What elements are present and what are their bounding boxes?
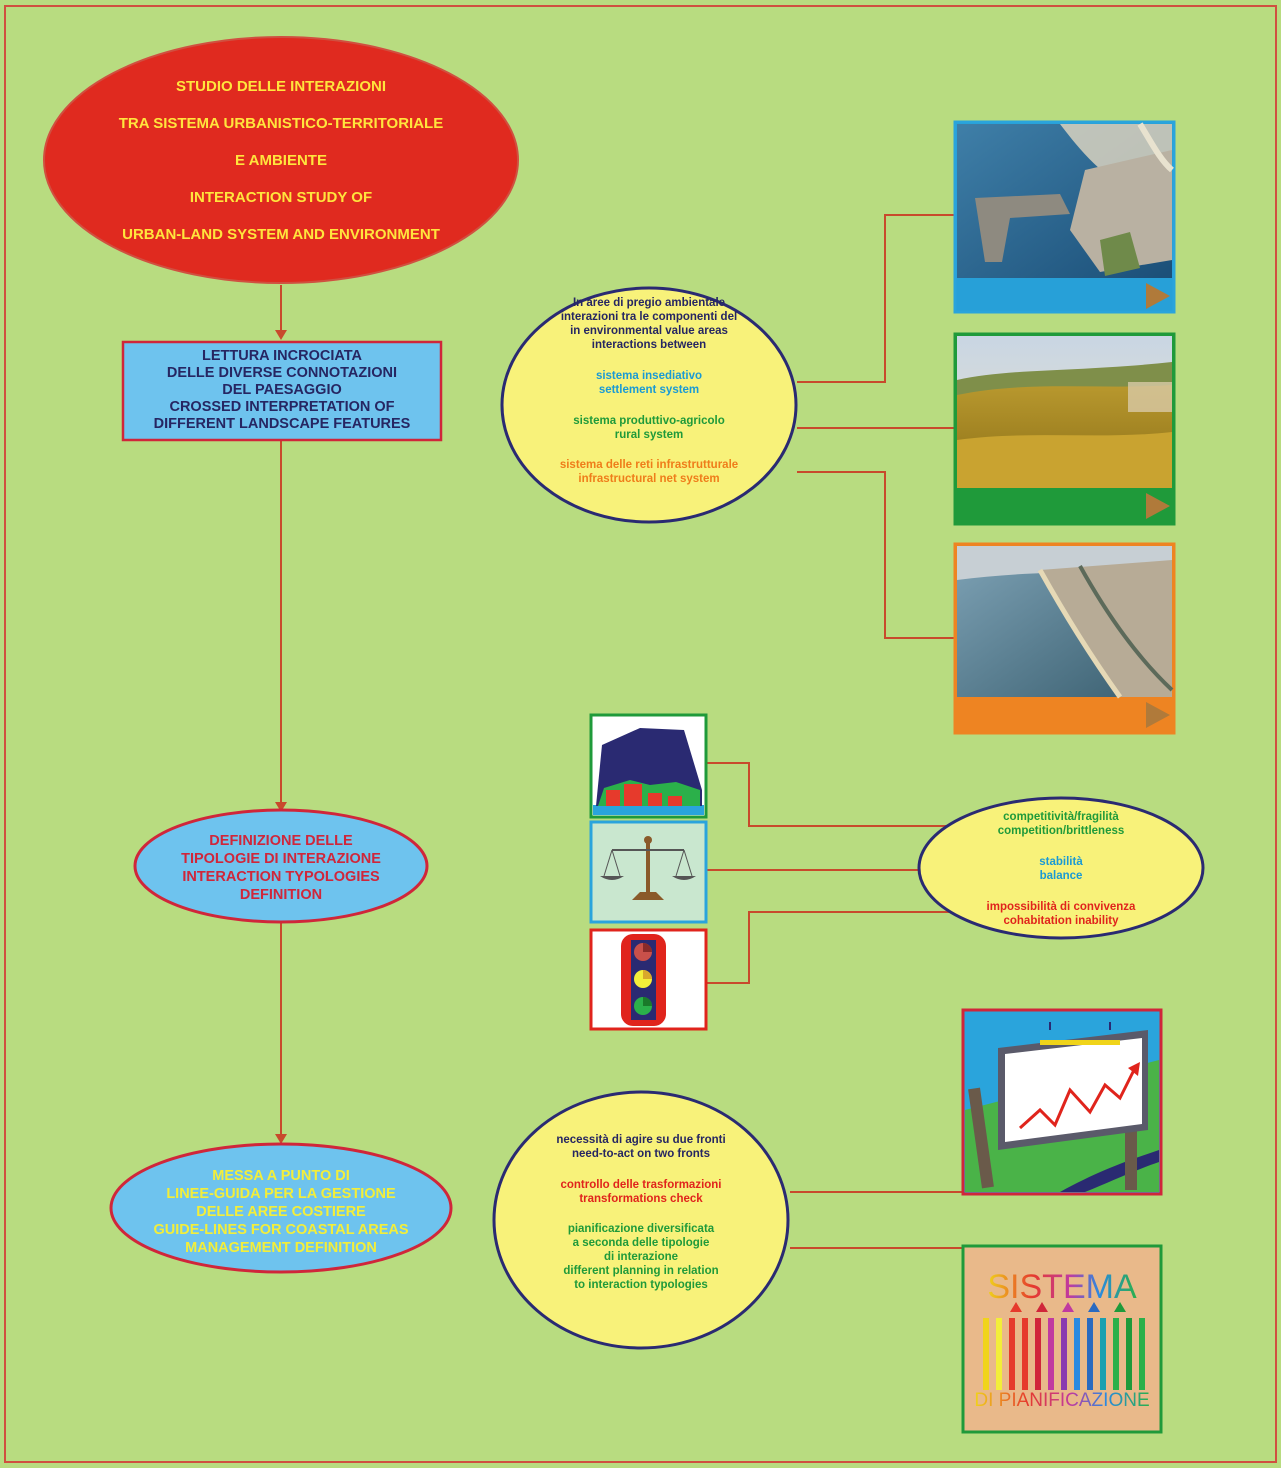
step2-line: INTERACTION TYPOLOGIES: [182, 869, 380, 885]
step2-line: DEFINITION: [240, 887, 322, 903]
planning-label: different planning in relation: [563, 1265, 718, 1277]
step3-line: GUIDE-LINES FOR COASTAL AREAS: [153, 1222, 408, 1238]
step1-line: DELLE DIVERSE CONNOTAZIONI: [167, 365, 397, 381]
fronts-label: necessità di agire su due fronti: [556, 1134, 725, 1146]
guidelines-oval-node: necessità di agire su due fronti need-to…: [492, 1090, 790, 1350]
step1-line: DEL PAESAGGIO: [222, 382, 342, 398]
systems-intro-line: interactions between: [592, 339, 706, 351]
rural-photo: [953, 332, 1176, 526]
step3-line: LINEE-GUIDA PER LA GESTIONE: [166, 1186, 396, 1202]
arrowhead-step3: [275, 1134, 287, 1144]
balance-label: balance: [1040, 870, 1083, 882]
fronts-label: need-to-act on two fronts: [572, 1148, 710, 1160]
logo-top-word: SISTEMA: [987, 1268, 1137, 1306]
planning-label: to interaction typologies: [574, 1279, 708, 1291]
competition-label: competition/brittleness: [998, 825, 1125, 837]
planning-label: di interazione: [604, 1251, 678, 1263]
step2-line: DEFINIZIONE DELLE: [209, 833, 353, 849]
interaction-oval-node: competitività/fragilità competition/brit…: [917, 796, 1205, 940]
play-arrow-icon: [1146, 702, 1170, 728]
competition-label: competitività/fragilità: [1003, 811, 1119, 823]
check-label: controllo delle trasformazioni: [560, 1179, 721, 1191]
play-arrow-icon: [1146, 283, 1170, 309]
line-infra-to-photo: [797, 471, 954, 639]
step1-line: LETTURA INCROCIATA: [202, 348, 363, 364]
guidelines-oval: [492, 1090, 790, 1350]
systems-intro-line: In aree di pregio ambientale: [573, 297, 725, 309]
systems-oval-node: In aree di pregio ambientale interazioni…: [500, 286, 798, 524]
house-icon: [589, 713, 708, 819]
title-line: TRA SISTEMA URBANISTICO-TERRITORIALE: [119, 115, 443, 132]
step2-node: DEFINIZIONE DELLE TIPOLOGIE DI INTERAZIO…: [133, 808, 429, 924]
title-line: URBAN-LAND SYSTEM AND ENVIRONMENT: [122, 226, 440, 243]
title-line: STUDIO DELLE INTERAZIONI: [176, 78, 386, 95]
inability-label: cohabitation inability: [1003, 915, 1119, 927]
inability-label: impossibilità di convivenza: [987, 901, 1137, 913]
step3-line: DELLE AREE COSTIERE: [196, 1204, 366, 1220]
systems-intro-line: interazioni tra le componenti del: [561, 311, 737, 323]
arrowheads: [275, 330, 287, 1144]
line-house-to-oval: [706, 762, 968, 827]
step2-ellipse: [133, 808, 429, 924]
sistema-pianificazione-logo: SISTEMA DI PIANIFICAZIONE: [961, 1244, 1163, 1434]
rural-label: sistema produttivo-agricolo: [573, 415, 724, 427]
balance-scale-icon: [589, 820, 708, 924]
arrowhead-step2: [275, 802, 287, 812]
step1-line: CROSSED INTERPRETATION OF: [169, 399, 394, 415]
settlement-label: sistema insediativo: [596, 370, 702, 382]
play-arrow-icon: [1146, 493, 1170, 519]
title-node: STUDIO DELLE INTERAZIONI TRA SISTEMA URB…: [43, 36, 519, 284]
step3-line: MESSA A PUNTO DI: [212, 1168, 350, 1184]
step1-node: LETTURA INCROCIATA DELLE DIVERSE CONNOTA…: [121, 340, 443, 442]
infrastructure-label: sistema delle reti infrastrutturale: [560, 459, 738, 471]
arrowhead-step1: [275, 330, 287, 340]
title-ellipse: [43, 36, 519, 284]
systems-oval: [500, 286, 798, 524]
logo-pencils: [983, 1302, 1145, 1390]
step1-line: DIFFERENT LANDSCAPE FEATURES: [154, 416, 411, 432]
planning-label: pianificazione diversificata: [568, 1223, 715, 1235]
step2-line: TIPOLOGIE DI INTERAZIONE: [181, 851, 381, 867]
step1-box: [121, 340, 443, 442]
title-line: E AMBIENTE: [235, 152, 327, 169]
interaction-oval: [917, 796, 1205, 940]
settlement-photo: [953, 120, 1176, 314]
infrastructure-label: infrastructural net system: [578, 473, 719, 485]
planning-label: a seconda delle tipologie: [573, 1237, 710, 1249]
poster-frame: [4, 5, 1277, 1463]
systems-intro-line: in environmental value areas: [570, 325, 728, 337]
line-light-to-oval: [706, 911, 968, 984]
infrastructure-photo: [953, 542, 1176, 735]
step3-node: MESSA A PUNTO DI LINEE-GUIDA PER LA GEST…: [109, 1142, 453, 1274]
settlement-label: settlement system: [599, 384, 699, 396]
line-settlement-to-photo: [797, 214, 954, 383]
check-label: transformations check: [579, 1193, 703, 1205]
traffic-light-icon: [589, 928, 708, 1031]
logo-bottom-word: DI PIANIFICAZIONE: [974, 1390, 1149, 1411]
balance-label: stabilità: [1039, 856, 1083, 868]
step3-ellipse: [109, 1142, 453, 1274]
connector-lines: [280, 214, 968, 1249]
rural-label: rural system: [615, 429, 683, 441]
billboard-chart-icon: [961, 1008, 1163, 1196]
step3-line: MANAGEMENT DEFINITION: [185, 1240, 377, 1256]
title-line: INTERACTION STUDY OF: [190, 189, 372, 206]
